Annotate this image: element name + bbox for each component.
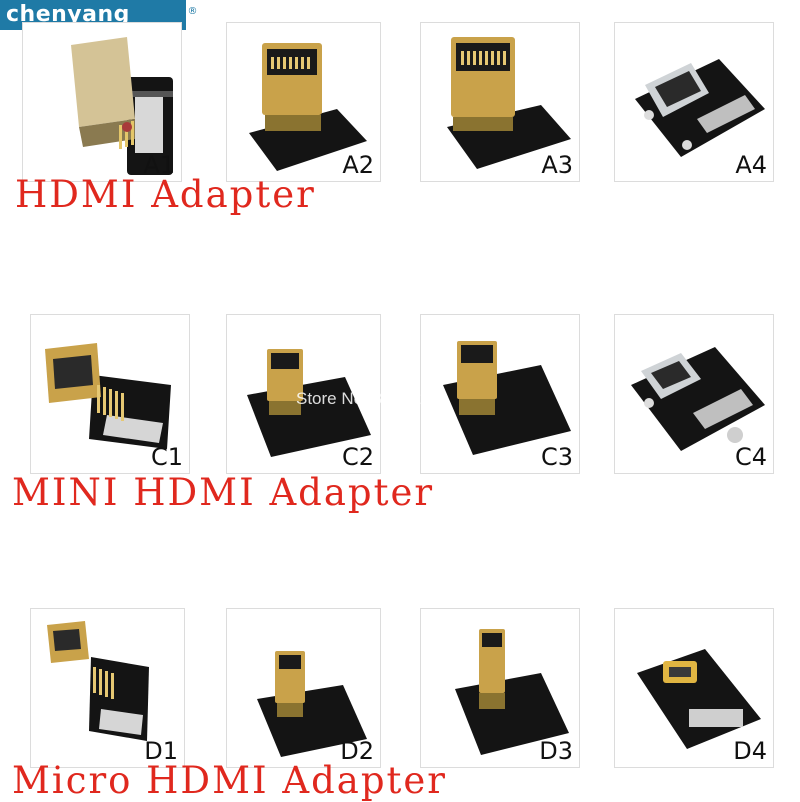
mini-hdmi-female-adapter-image [631, 347, 765, 451]
mini-hdmi-right-angle-adapter-image [443, 341, 571, 455]
product-tile-d4[interactable]: D4 [614, 608, 774, 768]
hdmi-straight-adapter-image [71, 37, 173, 175]
hdmi-right-angle-adapter-image [249, 43, 367, 171]
micro-hdmi-female-adapter-image [637, 649, 761, 749]
product-tile-c1[interactable]: C1 [30, 314, 190, 474]
hdmi-right-angle-adapter-image [447, 37, 571, 169]
registered-mark: ® [187, 6, 198, 17]
product-tile-a2[interactable]: A2 [226, 22, 381, 182]
product-tile-c2[interactable]: C2 [226, 314, 381, 474]
product-tile-d3[interactable]: D3 [420, 608, 580, 768]
item-code: A2 [342, 151, 374, 179]
product-tile-c3[interactable]: C3 [420, 314, 580, 474]
mini-hdmi-right-angle-adapter-image [247, 349, 371, 457]
item-code: D3 [539, 737, 573, 765]
item-code: C4 [734, 443, 767, 471]
product-tile-a1[interactable]: A1 [22, 22, 182, 182]
section-title-mini-hdmi: MINI HDMI Adapter [12, 471, 435, 514]
micro-hdmi-right-angle-adapter-image [455, 629, 569, 755]
item-code: A3 [541, 151, 573, 179]
item-code: D1 [144, 737, 178, 765]
mini-hdmi-straight-adapter-image [45, 343, 171, 449]
hdmi-female-adapter-image [635, 59, 765, 157]
item-code: C2 [341, 443, 374, 471]
item-code: C1 [150, 443, 183, 471]
item-code: C3 [540, 443, 573, 471]
item-code: D4 [733, 737, 767, 765]
item-code: A1 [143, 151, 175, 179]
section-title-micro-hdmi: Micro HDMI Adapter [12, 759, 447, 802]
product-tile-d1[interactable]: D1 [30, 608, 185, 768]
product-tile-a3[interactable]: A3 [420, 22, 580, 182]
store-watermark: Store No: 3874027 [296, 389, 439, 408]
item-code: D2 [340, 737, 374, 765]
product-tile-d2[interactable]: D2 [226, 608, 381, 768]
product-tile-c4[interactable]: C4 [614, 314, 774, 474]
micro-hdmi-straight-adapter-image [47, 621, 149, 741]
micro-hdmi-right-angle-adapter-image [257, 651, 367, 757]
section-title-hdmi: HDMI Adapter [15, 173, 316, 216]
product-tile-a4[interactable]: A4 [614, 22, 774, 182]
item-code: A4 [735, 151, 767, 179]
